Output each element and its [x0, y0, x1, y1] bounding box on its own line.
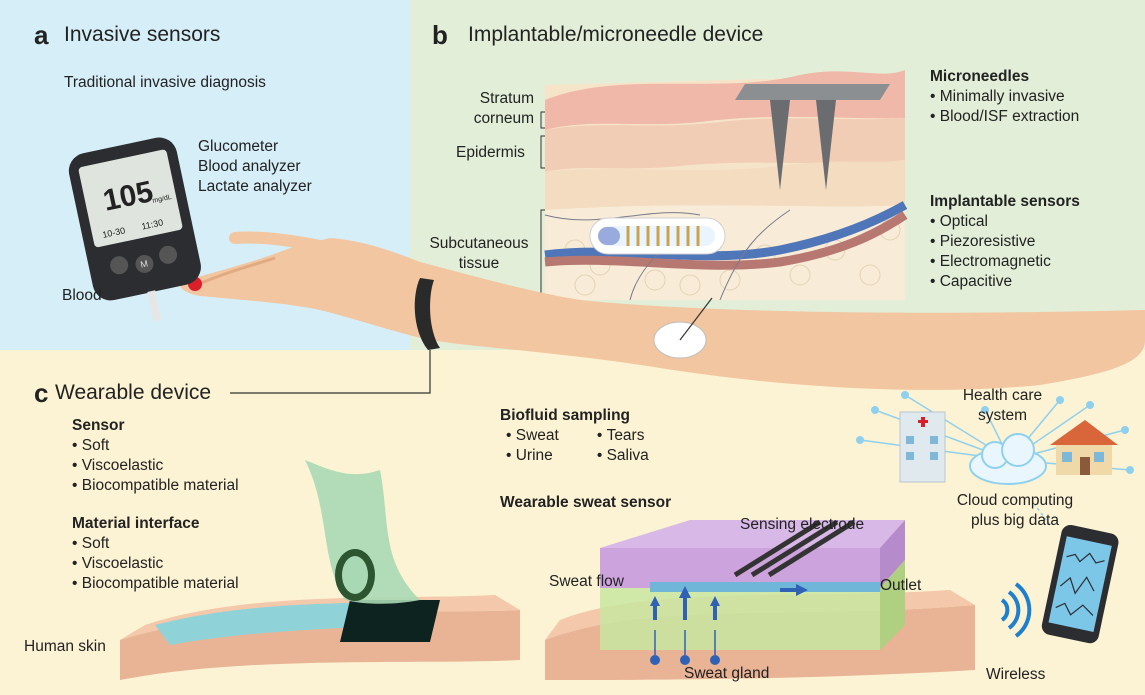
- subcutaneous-line2: tissue: [424, 254, 534, 274]
- panel-c-title: Wearable device: [55, 381, 211, 405]
- skin-cross-section: [541, 70, 905, 300]
- sensor-heading: Sensor: [72, 416, 239, 436]
- human-skin-label: Human skin: [24, 637, 106, 657]
- subcutaneous-label: Subcutaneous tissue: [424, 234, 534, 274]
- cloud-label: Cloud computing plus big data: [945, 491, 1085, 531]
- house-icon: [1050, 420, 1118, 445]
- panel-a-title: Invasive sensors: [64, 23, 220, 47]
- stratum-line1: Stratum: [470, 89, 534, 109]
- health-care-line1: Health care: [955, 386, 1050, 406]
- wireless-icon: [1002, 584, 1029, 636]
- health-care-line2: system: [955, 406, 1050, 426]
- material-interface-item: Biocompatible material: [72, 574, 239, 594]
- outlet-label: Outlet: [880, 576, 921, 596]
- implantable-item: Electromagnetic: [930, 252, 1080, 272]
- wireless-label: Wireless: [986, 665, 1045, 685]
- panel-c-letter: c: [34, 378, 48, 409]
- sensing-electrode-label: Sensing electrode: [740, 515, 864, 535]
- device-glucometer: Glucometer: [198, 137, 312, 157]
- panel-a-subtitle: Traditional invasive diagnosis: [64, 73, 266, 93]
- panel-b-letter: b: [432, 20, 448, 51]
- material-interface-heading: Material interface: [72, 514, 239, 534]
- sweat-gland-label: Sweat gland: [684, 664, 769, 684]
- sensor-item: Viscoelastic: [72, 456, 239, 476]
- implantable-item: Capacitive: [930, 272, 1080, 292]
- implantable-heading: Implantable sensors: [930, 192, 1080, 212]
- cloud-line2: plus big data: [945, 511, 1085, 531]
- sensor-item: Biocompatible material: [72, 476, 239, 496]
- biofluid-info: Biofluid sampling Sweat Urine Tears Sali…: [500, 406, 649, 466]
- biofluid-item: Tears: [597, 426, 649, 446]
- implantable-item: Optical: [930, 212, 1080, 232]
- microneedles-item: Minimally invasive: [930, 87, 1079, 107]
- subcutaneous-line1: Subcutaneous: [424, 234, 534, 254]
- health-care-label: Health care system: [955, 386, 1050, 426]
- sweat-flow-label: Sweat flow: [549, 572, 624, 592]
- epidermis-label: Epidermis: [456, 143, 525, 163]
- biofluid-item: Sweat: [506, 426, 559, 446]
- blood-label: Blood: [62, 286, 102, 306]
- microneedles-info: Microneedles Minimally invasive Blood/IS…: [930, 67, 1079, 127]
- device-list: Glucometer Blood analyzer Lactate analyz…: [198, 137, 312, 197]
- material-interface-info: Material interface Soft Viscoelastic Bio…: [72, 514, 239, 594]
- panel-b-title: Implantable/microneedle device: [468, 23, 763, 47]
- biofluid-item: Urine: [506, 446, 559, 466]
- sensor-item: Soft: [72, 436, 239, 456]
- device-lactate-analyzer: Lactate analyzer: [198, 177, 312, 197]
- stratum-line2: corneum: [470, 109, 534, 129]
- device-blood-analyzer: Blood analyzer: [198, 157, 312, 177]
- microneedles-item: Blood/ISF extraction: [930, 107, 1079, 127]
- sweat-sensor-illustration: [545, 520, 1029, 680]
- implantable-item: Piezoresistive: [930, 232, 1080, 252]
- microneedles-heading: Microneedles: [930, 67, 1079, 87]
- panel-a-letter: a: [34, 20, 48, 51]
- stratum-corneum-label: Stratum corneum: [470, 89, 534, 129]
- smartphone-icon: [1040, 523, 1120, 645]
- implantable-info: Implantable sensors Optical Piezoresisti…: [930, 192, 1080, 292]
- sensor-info: Sensor Soft Viscoelastic Biocompatible m…: [72, 416, 239, 496]
- sweat-sensor-heading: Wearable sweat sensor: [500, 493, 671, 513]
- biofluid-heading: Biofluid sampling: [500, 406, 649, 426]
- cloud-line1: Cloud computing: [945, 491, 1085, 511]
- biofluid-item: Saliva: [597, 446, 649, 466]
- material-interface-item: Soft: [72, 534, 239, 554]
- material-interface-item: Viscoelastic: [72, 554, 239, 574]
